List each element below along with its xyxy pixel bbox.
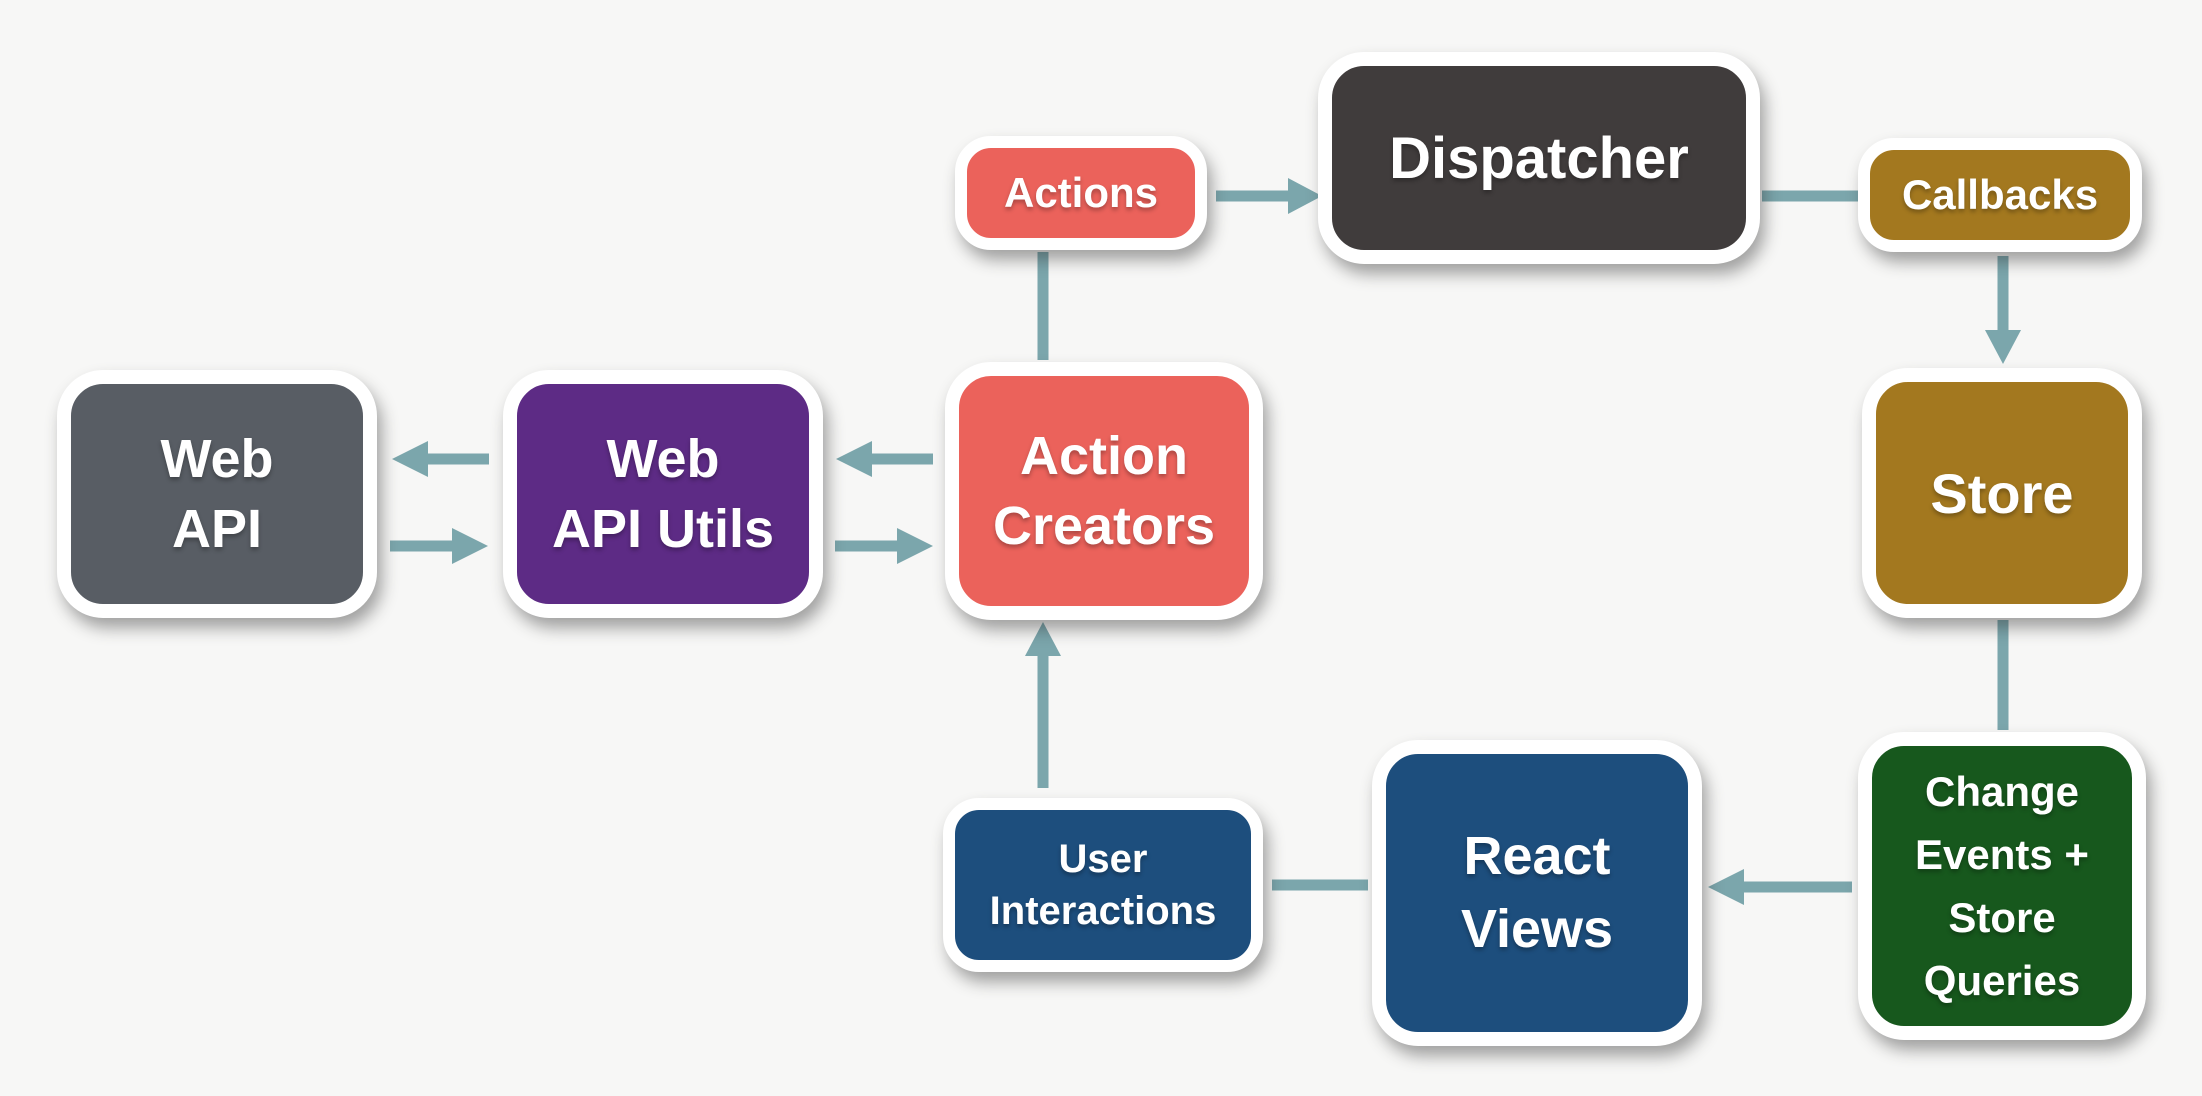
node-user-interactions-label-line-2: Interactions — [989, 889, 1217, 933]
node-change-events-label-line-4: Queries — [1923, 957, 2081, 1004]
node-action-creators: Action Creators — [945, 362, 1263, 620]
edge-change-events-to-react-views-arrowhead — [1708, 869, 1744, 905]
node-web-api-label-line-2: API — [171, 499, 263, 559]
node-web-api-utils-label-line-2: API Utils — [551, 499, 775, 559]
node-dispatcher: Dispatcher — [1318, 52, 1760, 264]
node-change-events-label-line-1: Change — [1924, 768, 2079, 815]
node-action-creators-label-line-1: Action — [1020, 425, 1188, 486]
node-change-events-label-line-2: Events + — [1915, 831, 2089, 878]
node-change-events-store-queries: Change Events + Store Queries — [1858, 732, 2146, 1040]
node-react-views-label-line-2: Views — [1460, 899, 1614, 959]
node-action-creators-label-line-2: Creators — [992, 496, 1216, 556]
node-dispatcher-label: Dispatcher — [1389, 125, 1689, 191]
node-user-interactions-label-line-1: User — [1058, 837, 1148, 881]
node-react-views-label-line-1: React — [1463, 826, 1611, 887]
edge-actions-to-dispatcher-arrowhead — [1288, 178, 1322, 214]
edge-utils-to-creators-arrowhead — [897, 528, 933, 564]
node-react-views: React Views — [1372, 740, 1702, 1046]
edge-callbacks-to-store-arrowhead — [1985, 330, 2021, 364]
node-store-label: Store — [1930, 461, 2074, 525]
node-web-api-utils: Web API Utils — [503, 370, 823, 618]
node-user-interactions: User Interactions — [943, 798, 1263, 972]
edge-utils-to-web-api-arrowhead — [392, 441, 428, 477]
node-callbacks: Callbacks — [1858, 138, 2142, 252]
edge-web-api-to-utils-arrowhead — [452, 528, 488, 564]
node-change-events-label-line-3: Store — [1948, 894, 2056, 941]
node-web-api-label-line-1: Web — [160, 428, 274, 489]
node-web-api-utils-label-line-1: Web — [606, 428, 720, 489]
node-actions-label: Actions — [1003, 169, 1158, 216]
node-callbacks-label: Callbacks — [1901, 171, 2099, 218]
node-actions: Actions — [955, 136, 1207, 250]
node-web-api: Web API — [57, 370, 377, 618]
edge-user-interactions-to-action-creators-arrowhead — [1025, 622, 1061, 656]
node-store: Store — [1862, 368, 2142, 618]
edge-creators-to-utils-arrowhead — [836, 441, 872, 477]
